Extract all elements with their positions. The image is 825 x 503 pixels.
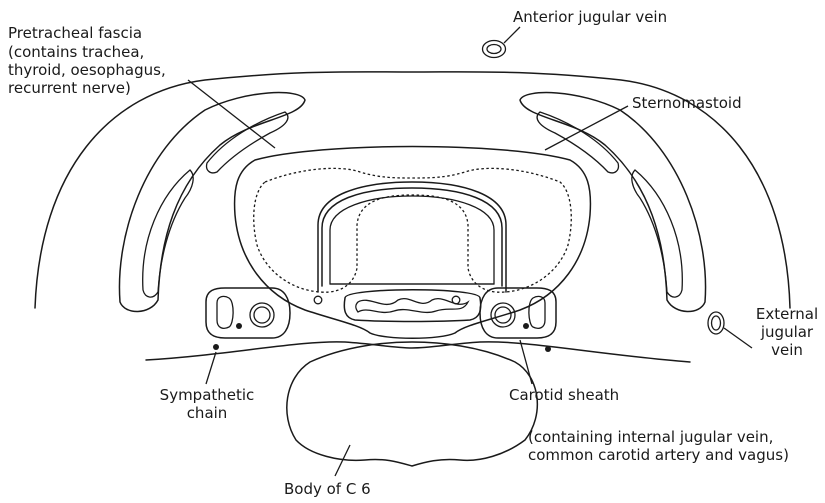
label-sympathetic-chain: Sympathetic chain — [148, 386, 266, 422]
label-carotid-contents: (containing internal jugular vein, commo… — [528, 428, 789, 464]
leader-sympathetic — [206, 352, 216, 384]
sternomastoid-left — [119, 93, 305, 312]
label-carotid-sheath: Carotid sheath — [509, 386, 619, 404]
label-pretracheal-fascia: Pretracheal fascia — [8, 24, 142, 42]
carotid-sheath-right — [480, 288, 556, 338]
label-external-jugular-vein: External jugular vein — [752, 305, 822, 359]
recurrent-nerve-right — [452, 296, 460, 304]
leader-sternomastoid — [545, 106, 628, 150]
sympathetic-chain-left — [213, 344, 219, 350]
label-anterior-jugular-vein: Anterior jugular vein — [513, 8, 667, 26]
leader-external-jugular — [724, 328, 752, 348]
thyroid-gland — [254, 168, 572, 292]
trachea-lumen — [330, 196, 494, 284]
prevertebral-fascia — [146, 342, 690, 362]
anterior-jugular-vein — [483, 41, 506, 58]
label-body-c6: Body of C 6 — [284, 480, 371, 498]
sternomastoid-right — [520, 93, 706, 312]
label-sternomastoid: Sternomastoid — [632, 94, 742, 112]
pretracheal-fascia — [235, 147, 591, 339]
leader-anterior-jugular — [504, 27, 520, 43]
label-pretracheal-contents: (contains trachea, thyroid, oesophagus, … — [8, 43, 166, 97]
leader-carotid — [520, 340, 532, 384]
recurrent-nerve-left — [314, 296, 322, 304]
vertebra-c6-body — [287, 342, 538, 466]
oesophagus — [344, 290, 480, 322]
external-jugular-vein — [708, 312, 724, 334]
trachea-inner — [322, 188, 502, 286]
